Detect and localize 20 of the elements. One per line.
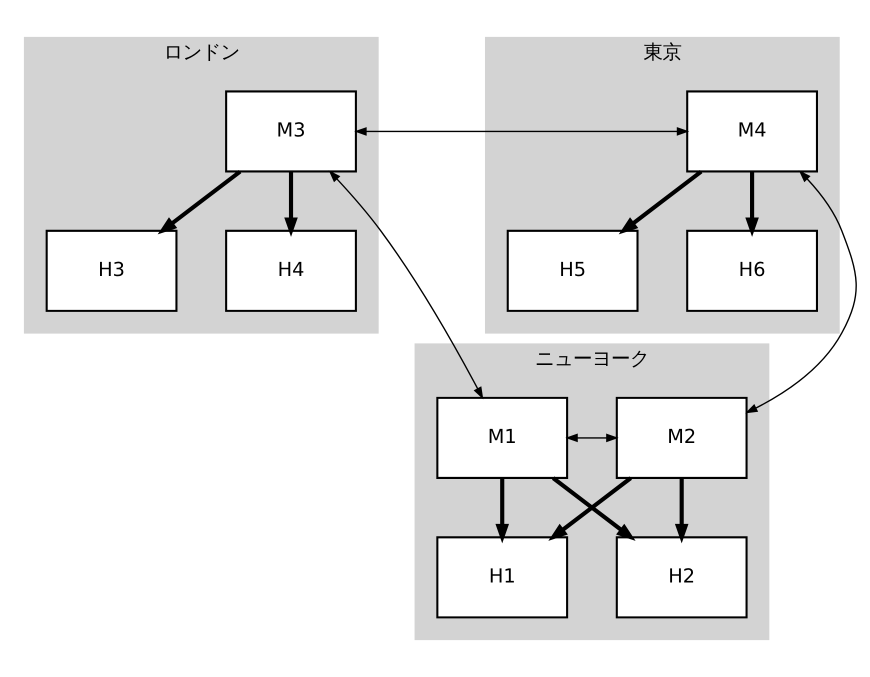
node-box: M4	[686, 90, 818, 172]
arrow	[618, 170, 702, 234]
arrow	[284, 172, 298, 237]
node-box: H1	[436, 536, 568, 618]
arrow	[158, 170, 242, 234]
node-box: M3	[225, 90, 357, 172]
node-box: H6	[686, 230, 818, 312]
node-box: H5	[506, 230, 639, 312]
arrow	[354, 127, 690, 136]
node-box: H2	[616, 536, 748, 618]
arrow	[328, 170, 484, 400]
arrow	[745, 170, 857, 414]
arrow	[674, 478, 688, 544]
arrow	[565, 434, 619, 442]
node-box: M2	[616, 396, 748, 479]
node-box: H3	[46, 230, 178, 312]
node-box: M1	[436, 396, 568, 479]
arrow	[495, 478, 509, 544]
arrow	[745, 172, 759, 237]
node-box: H4	[225, 230, 357, 312]
